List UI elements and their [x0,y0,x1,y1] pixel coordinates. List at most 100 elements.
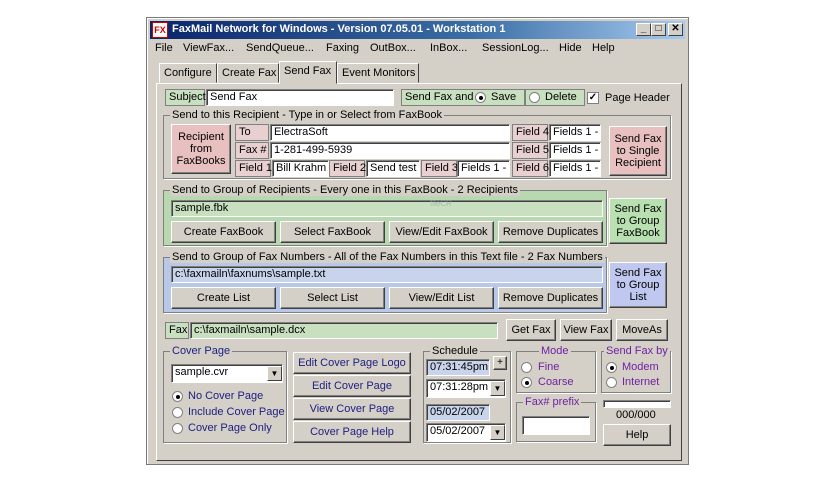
schedule-group: Schedule [423,345,511,443]
date-dropdown-icon[interactable]: ▼ [490,425,505,440]
field6-input[interactable]: Fields 1 - [549,160,601,177]
send-by-group: Send Fax by [601,345,671,393]
select-list-button[interactable]: Select List [280,287,385,309]
view-fax-button[interactable]: View Fax [560,319,612,341]
tab-configure[interactable]: Configure [159,63,217,83]
schedule-plus-button[interactable]: + [493,356,507,370]
menu-outbox[interactable]: OutBox... [370,42,416,54]
send-fax-and-text: Send Fax and [405,91,474,103]
field6-label: Field 6 [512,160,549,177]
menu-help[interactable]: Help [592,42,615,54]
tab-create-fax[interactable]: Create Fax [217,63,279,83]
fax-numbers-file-input[interactable]: c:\faxmailn\faxnums\sample.txt [171,266,603,283]
page-header-label: Page Header [605,92,670,104]
field1-input[interactable]: Bill Krahm [272,160,329,177]
include-cover-page-label: Include Cover Page [188,406,285,418]
send-group-list-label: Send Fax to Group List [614,267,662,303]
send-by-internet-radio[interactable] [606,377,617,388]
cover-page-only-radio[interactable] [172,423,183,434]
field3-input[interactable]: Fields 1 - [457,160,510,177]
create-list-button[interactable]: Create List [171,287,276,309]
menu-sendqueue[interactable]: SendQueue... [246,42,314,54]
get-fax-button[interactable]: Get Fax [506,319,556,341]
schedule-date-input[interactable]: 05/02/2007 [426,423,506,442]
schedule-time-input[interactable]: 07:31:28pm [426,379,506,398]
menu-sessionlog[interactable]: SessionLog... [482,42,549,54]
time-dropdown-icon[interactable]: ▼ [490,381,505,396]
send-group-list-button[interactable]: Send Fax to Group List [609,262,667,308]
view-edit-list-button[interactable]: View/Edit List [389,287,494,309]
subject-input[interactable]: Send Fax [206,89,394,106]
minimize-button[interactable]: _ [636,23,651,36]
cover-page-select[interactable]: sample.cvr [171,364,283,383]
faxbook-file-input[interactable]: sample.fbk [171,200,603,217]
group-recipients-title: Send to Group of Recipients - Every one … [170,184,521,196]
send-group-faxbook-button[interactable]: Send Fax to Group FaxBook [609,198,667,244]
menu-faxing[interactable]: Faxing [326,42,360,54]
fax-counter: 000/000 [616,409,656,421]
fax-file-label: Fax [165,322,189,339]
page-header-checkbox[interactable]: ✓ [587,92,599,104]
mode-title: Mode [539,345,571,357]
schedule-date-display: 05/02/2007 [426,404,490,421]
group-fax-numbers-title: Send to Group of Fax Numbers - All of th… [170,251,605,263]
to-input[interactable]: ElectraSoft [270,124,510,141]
select-faxbook-button[interactable]: Select FaxBook [280,221,385,243]
field4-input[interactable]: Fields 1 - [549,124,601,141]
send-single-recipient-button[interactable]: Send Fax to Single Recipient [609,126,667,176]
menu-inbox[interactable]: InBox... [430,42,468,54]
fax-app-icon: FX [152,22,168,38]
remove-duplicates-list-button[interactable]: Remove Duplicates [498,287,603,309]
schedule-title: Schedule [430,345,480,357]
create-faxbook-button[interactable]: Create FaxBook [171,221,276,243]
recipient-from-faxbooks-button[interactable]: Recipient from FaxBooks [171,124,231,174]
no-cover-page-radio[interactable] [172,391,183,402]
send-single-recipient-label: Send Fax to Single Recipient [614,133,662,169]
edit-cover-page-logo-button[interactable]: Edit Cover Page Logo [293,352,411,374]
menu-file[interactable]: File [155,42,173,54]
field1-label: Field 1 [235,160,272,177]
no-cover-page-label: No Cover Page [188,390,264,402]
progress-bar [603,400,671,408]
tab-send-fax[interactable]: Send Fax [279,61,337,84]
fax-file-input[interactable]: c:\faxmailn\sample.dcx [190,322,498,339]
maximize-button[interactable]: □ [651,23,666,36]
menu-viewfax[interactable]: ViewFax... [183,42,235,54]
fax-prefix-title: Fax# prefix [523,396,582,408]
send-group-faxbook-label: Send Fax to Group FaxBook [614,203,662,239]
edit-cover-page-button[interactable]: Edit Cover Page [293,375,411,397]
view-edit-faxbook-button[interactable]: View/Edit FaxBook [389,221,494,243]
fax-prefix-input[interactable] [522,416,590,435]
subject-label: Subject [165,89,206,106]
send-by-modem-radio[interactable] [606,362,617,373]
field2-label: Field 2 [329,160,366,177]
remove-duplicates-faxbook-button[interactable]: Remove Duplicates [498,221,603,243]
main-window: FX FaxMail Network for Windows - Version… [146,17,689,465]
field5-input[interactable]: Fields 1 - [549,142,601,159]
include-cover-page-radio[interactable] [172,407,183,418]
save-label: Save [491,91,517,103]
tab-event-monitors[interactable]: Event Monitors [337,63,419,83]
save-radio[interactable] [475,92,486,103]
send-fax-panel [156,83,682,461]
window-title: FaxMail Network for Windows - Version 07… [172,23,506,35]
view-cover-page-button[interactable]: View Cover Page [293,398,411,420]
close-button[interactable]: ✕ [668,23,683,36]
field2-input[interactable]: Send test [366,160,420,177]
schedule-time-display: 07:31:45pm [426,359,490,376]
mode-coarse-radio[interactable] [521,377,532,388]
menu-hide[interactable]: Hide [559,42,582,54]
fax-number-input[interactable]: 1-281-499-5939 [270,142,510,159]
mode-fine-radio[interactable] [521,362,532,373]
delete-radio[interactable] [529,92,540,103]
send-by-title: Send Fax by [604,345,670,357]
cover-page-title: Cover Page [170,345,233,357]
cover-page-help-button[interactable]: Cover Page Help [293,421,411,443]
cover-page-only-label: Cover Page Only [188,422,272,434]
watermark: fileCR [430,199,452,208]
fax-number-label: Fax # [235,142,269,159]
cover-page-dropdown-icon[interactable]: ▼ [267,366,282,381]
help-button[interactable]: Help [603,424,671,446]
title-bar[interactable]: FX FaxMail Network for Windows - Version… [150,21,685,39]
moveas-button[interactable]: MoveAs [616,319,668,341]
